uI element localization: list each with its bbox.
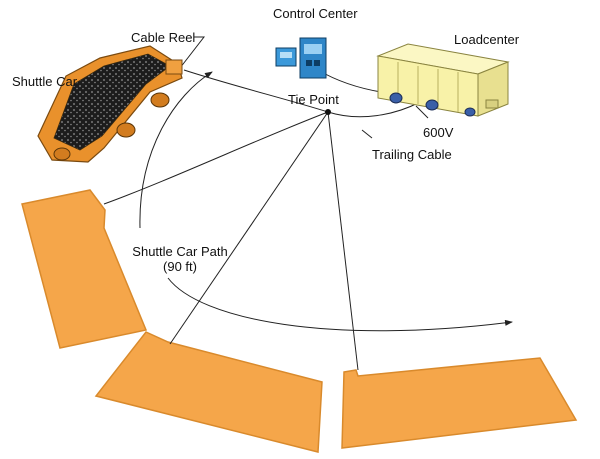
loadcenter-icon — [376, 43, 510, 117]
shuttle-car-path-label-line1: Shuttle Car Path — [132, 244, 228, 259]
loadcenter-label: Loadcenter — [454, 32, 520, 47]
trailing-cable-label: Trailing Cable — [372, 147, 452, 162]
cable-to-bottom-left-panel — [169, 111, 329, 345]
shuttle-car-icon — [37, 45, 183, 163]
shuttle-car-path — [139, 71, 513, 332]
shuttle-car-path-label: Shuttle Car Path (90 ft) — [114, 244, 246, 274]
tie-point-label: Tie Point — [288, 92, 339, 107]
voltage-label: 600V — [423, 125, 454, 140]
cable-to-shuttle-car — [183, 69, 329, 113]
trailing-cables — [103, 69, 421, 371]
path-curve-lower — [167, 277, 513, 332]
mine-panel-left — [21, 189, 148, 349]
mine-panel-bottom-right — [341, 357, 578, 449]
shuttle-car-path-label-line2: (90 ft) — [163, 259, 197, 274]
cable-to-loadcenter — [327, 101, 421, 118]
cable-reel-label: Cable Reel — [131, 30, 196, 45]
cable-to-left-panel — [103, 111, 329, 205]
leader-lines — [179, 36, 429, 139]
shuttle-car-label: Shuttle Car — [12, 74, 78, 89]
cable-to-bottom-right-panel — [327, 111, 359, 371]
mine-panel-bottom-left — [94, 331, 323, 453]
tie-point-marker — [325, 109, 331, 115]
path-curve-upper — [139, 71, 213, 229]
control-center-label: Control Center — [273, 6, 358, 21]
control-center-icon — [275, 37, 327, 79]
